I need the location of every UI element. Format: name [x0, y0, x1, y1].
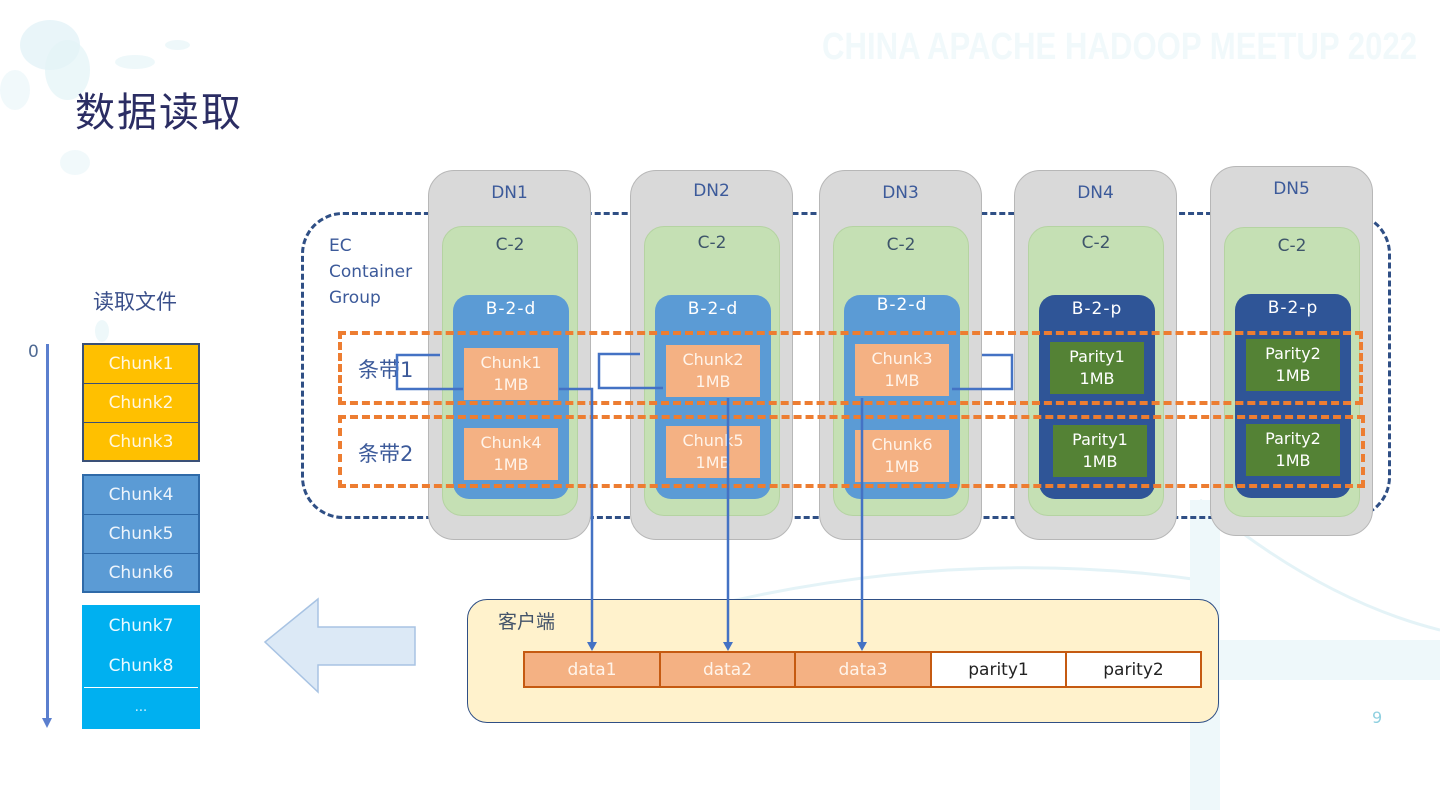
container: C-2 B-2-d Chunk1 1MB Chunk4 1MB — [442, 226, 578, 516]
client-buffer-parity1: parity1 — [930, 651, 1067, 688]
datanode-label: DN4 — [1077, 183, 1114, 203]
client-buffer-data1: data1 — [523, 651, 661, 688]
data-cell: Chunk3 1MB — [855, 344, 949, 396]
parity-cell: Parity2 1MB — [1246, 339, 1340, 391]
container-label: C-2 — [886, 235, 916, 255]
data-cell: Chunk1 1MB — [464, 348, 558, 400]
container-label: C-2 — [1081, 233, 1111, 253]
divider — [84, 553, 198, 554]
divider — [84, 514, 198, 515]
ec-label-line: EC — [329, 236, 352, 256]
stripe-2-label: 条带2 — [358, 442, 414, 466]
block-label: B-2-p — [1267, 298, 1319, 318]
chunk-group-3 — [82, 605, 200, 729]
cell-name: Chunk6 — [871, 435, 933, 454]
container: C-2 B-2-d Chunk2 1MB Chunk5 1MB — [644, 226, 780, 516]
ec-label-line: Group — [329, 288, 381, 308]
page-number: 9 — [1372, 708, 1383, 727]
file-chunk: Chunk2 — [108, 393, 174, 413]
divider — [84, 383, 198, 384]
datanode-dn3: DN3 C-2 B-2-d Chunk3 1MB Chunk6 1MB — [819, 170, 982, 540]
container-label: C-2 — [1277, 236, 1307, 256]
client-buffer-data3: data3 — [794, 651, 932, 688]
cell-name: Parity1 — [1072, 430, 1128, 449]
datanode-label: DN2 — [693, 181, 730, 201]
cell-name: Chunk1 — [480, 353, 542, 372]
data-block: B-2-d Chunk3 1MB Chunk6 1MB — [844, 295, 960, 499]
data-cell: Chunk4 1MB — [464, 428, 558, 480]
parity-cell: Parity2 1MB — [1246, 424, 1340, 476]
cell-name: Chunk3 — [871, 349, 933, 368]
client-buffer-parity2: parity2 — [1065, 651, 1202, 688]
file-chunk: Chunk4 — [108, 485, 174, 505]
block-label: B-2-d — [876, 295, 928, 315]
datanode-dn4: DN4 C-2 B-2-p Parity1 1MB Parity1 1MB — [1014, 170, 1177, 540]
data-block: B-2-d Chunk1 1MB Chunk4 1MB — [453, 295, 569, 499]
cell-size: 1MB — [1275, 451, 1311, 470]
cell-size: 1MB — [695, 372, 731, 391]
block-label: B-2-d — [687, 299, 739, 319]
file-offset-axis — [46, 344, 49, 720]
cell-name: Parity2 — [1265, 429, 1321, 448]
cell-size: 1MB — [695, 453, 731, 472]
block-label: B-2-p — [1071, 299, 1123, 319]
client-label: 客户端 — [498, 611, 556, 633]
file-chunk: Chunk8 — [108, 656, 174, 676]
ec-container-group-label: EC Container Group — [329, 233, 412, 311]
divider — [84, 422, 198, 423]
cell-size: 1MB — [1082, 452, 1118, 471]
cell-name: Chunk4 — [480, 433, 542, 452]
left-arrow-icon — [263, 597, 416, 694]
block-label: B-2-d — [485, 299, 537, 319]
cell-size: 1MB — [1079, 369, 1115, 388]
container: C-2 B-2-p Parity2 1MB Parity2 1MB — [1224, 227, 1360, 517]
parity-block: B-2-p Parity2 1MB Parity2 1MB — [1235, 294, 1351, 498]
file-chunk: Chunk5 — [108, 524, 174, 544]
datanode-label: DN5 — [1273, 179, 1310, 199]
container: C-2 B-2-d Chunk3 1MB Chunk6 1MB — [833, 226, 969, 516]
ec-label-line: Container — [329, 262, 413, 282]
stripe-2-border — [338, 415, 1365, 488]
chunk-group-2 — [82, 474, 200, 593]
parity-cell: Parity1 1MB — [1053, 425, 1147, 477]
stripe-1-border — [338, 331, 1363, 405]
datanode-label: DN1 — [491, 183, 528, 203]
file-chunk: Chunk7 — [108, 616, 174, 636]
cell-name: Parity2 — [1265, 344, 1321, 363]
chunk-group-1 — [82, 343, 200, 462]
datanode-dn5: DN5 C-2 B-2-p Parity2 1MB Parity2 1MB — [1210, 166, 1373, 536]
data-cell: Chunk6 1MB — [855, 430, 949, 482]
file-chunk: Chunk3 — [108, 432, 174, 452]
stripe-1-label: 条带1 — [358, 358, 414, 382]
container-label: C-2 — [697, 233, 727, 253]
cell-name: Parity1 — [1069, 347, 1125, 366]
axis-arrowhead-icon — [42, 718, 52, 728]
cell-size: 1MB — [884, 371, 920, 390]
event-watermark: CHINA APACHE HADOOP MEETUP 2022 — [822, 26, 1418, 68]
datanode-label: DN3 — [882, 183, 919, 203]
cell-size: 1MB — [1275, 366, 1311, 385]
client-buffer-data2: data2 — [659, 651, 796, 688]
offset-zero-label: 0 — [28, 342, 39, 362]
datanode-dn2: DN2 C-2 B-2-d Chunk2 1MB Chunk5 1MB — [630, 170, 793, 540]
parity-block: B-2-p Parity1 1MB Parity1 1MB — [1039, 295, 1155, 499]
parity-cell: Parity1 1MB — [1050, 342, 1144, 394]
divider — [84, 687, 198, 688]
slide-title: 数据读取 — [75, 90, 243, 136]
file-chunk: Chunk1 — [108, 354, 174, 374]
data-cell: Chunk2 1MB — [666, 345, 760, 397]
file-chunk: Chunk6 — [108, 563, 174, 583]
container-label: C-2 — [495, 235, 525, 255]
file-chunk-ellipsis: ... — [134, 699, 148, 715]
cell-size: 1MB — [884, 457, 920, 476]
cell-name: Chunk2 — [682, 350, 744, 369]
read-file-label: 读取文件 — [93, 290, 177, 314]
container: C-2 B-2-p Parity1 1MB Parity1 1MB — [1028, 226, 1164, 516]
data-block: B-2-d Chunk2 1MB Chunk5 1MB — [655, 295, 771, 499]
cell-size: 1MB — [493, 455, 529, 474]
cell-size: 1MB — [493, 375, 529, 394]
